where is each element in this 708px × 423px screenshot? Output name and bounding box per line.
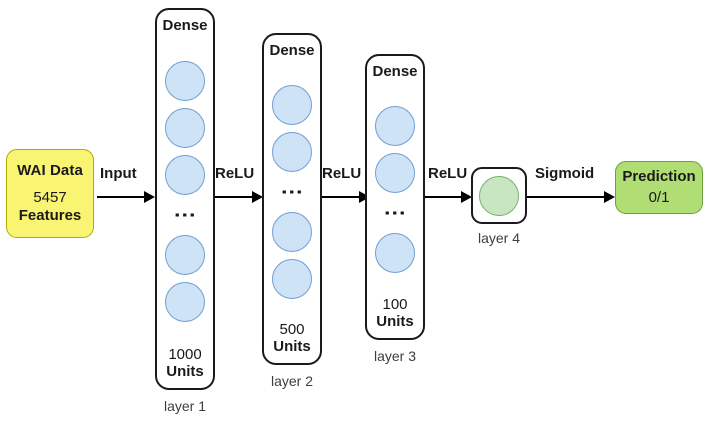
prediction-value: 0/1 [648, 189, 670, 206]
arrow-sigmoid [527, 190, 615, 204]
input-data-title: WAI Data [17, 162, 83, 180]
dense-layer-1-type: Dense [162, 17, 208, 34]
arrow-relu-3-label: ReLU [428, 165, 468, 182]
dense-layer-3-footer: 100 Units [376, 296, 414, 331]
dense-layer-2-footer: 500 Units [273, 321, 311, 356]
dense-layer-1: Dense ⋮ 1000 Units [155, 8, 215, 390]
dense-layer-3-type: Dense [372, 63, 418, 80]
arrow-relu-1-label: ReLU [215, 165, 255, 182]
arrow-input [97, 190, 155, 204]
vertical-ellipsis-icon: ⋮ [383, 202, 408, 225]
output-layer-4-caption: layer 4 [477, 230, 521, 246]
input-data-unit-label: Features [18, 206, 82, 224]
output-layer-4 [471, 167, 527, 224]
arrow-input-line [97, 196, 146, 198]
input-data-value: 5457 [33, 189, 67, 207]
arrow-relu-2 [322, 190, 370, 204]
dense-layer-2-units-label: Units [273, 337, 311, 355]
arrow-sigmoid-line [527, 196, 606, 198]
dense-layer-2-type: Dense [269, 42, 315, 59]
dense-layer-2-caption: layer 2 [270, 373, 314, 389]
arrow-relu-1 [215, 190, 263, 204]
prediction-title: Prediction [622, 168, 696, 185]
arrow-relu-2-label: ReLU [322, 165, 362, 182]
unit-node [375, 106, 415, 147]
unit-node [165, 61, 205, 102]
dense-layer-2: Dense ⋮ 500 Units [262, 33, 322, 365]
dense-layer-3-units-label: Units [376, 312, 414, 330]
dense-layer-1-caption: layer 1 [163, 398, 207, 414]
arrow-input-label: Input [100, 165, 137, 182]
dense-layer-1-units-label: Units [166, 362, 204, 380]
dense-layer-2-count: 500 [279, 320, 305, 338]
dense-layer-3-count: 100 [382, 295, 408, 313]
vertical-ellipsis-icon: ⋮ [173, 204, 198, 227]
dense-layer-2-units: ⋮ [272, 63, 312, 321]
prediction-box: Prediction 0/1 [615, 161, 703, 214]
dense-layer-3-caption: layer 3 [373, 348, 417, 364]
arrow-relu-3 [425, 190, 472, 204]
dense-layer-1-units: ⋮ [165, 38, 205, 346]
unit-node [165, 108, 205, 149]
unit-node [272, 84, 312, 125]
output-unit-node [479, 175, 519, 216]
unit-node [375, 153, 415, 194]
arrow-sigmoid-label: Sigmoid [535, 165, 595, 182]
dense-layer-3: Dense ⋮ 100 Units [365, 54, 425, 340]
arrow-relu-1-line [215, 196, 254, 198]
vertical-ellipsis-icon: ⋮ [280, 180, 305, 203]
arrow-relu-3-head [461, 191, 472, 203]
input-data-box: WAI Data 5457 Features [6, 149, 94, 238]
unit-node [165, 235, 205, 276]
unit-node [272, 211, 312, 252]
dense-layer-1-count: 1000 [168, 345, 202, 363]
unit-node [272, 131, 312, 172]
arrow-relu-3-line [425, 196, 463, 198]
unit-node [272, 258, 312, 299]
arrow-relu-1-head [252, 191, 263, 203]
unit-node [165, 282, 205, 323]
arrow-input-head [144, 191, 155, 203]
unit-node [375, 233, 415, 274]
unit-node [165, 155, 205, 196]
dense-layer-3-units: ⋮ [375, 84, 415, 296]
arrow-sigmoid-head [604, 191, 615, 203]
arrow-relu-2-head [359, 191, 370, 203]
arrow-relu-2-line [322, 196, 361, 198]
dense-layer-1-footer: 1000 Units [166, 346, 204, 381]
